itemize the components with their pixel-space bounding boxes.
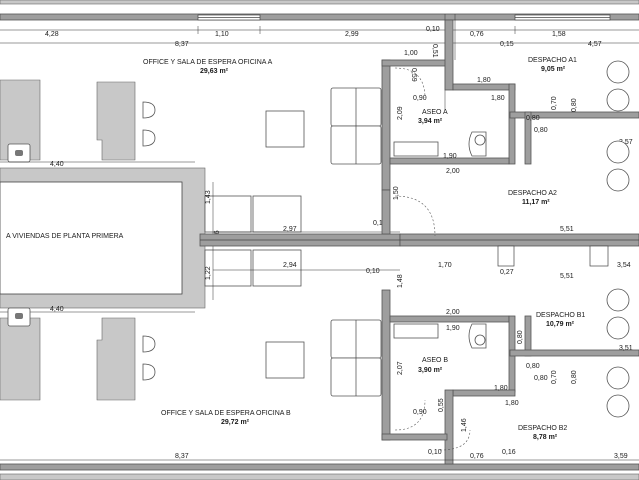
dim-bot-0-16: 0,16 xyxy=(502,449,516,456)
dim-mid-5-51: 5,51 xyxy=(560,226,574,233)
despacho-a: DESPACHO A1 9,05 m² DESPACHO A2 11,17 m² xyxy=(508,57,630,206)
despacho-a1-area: 9,05 m² xyxy=(541,66,566,73)
dim-b-0-80: 0,80 xyxy=(526,363,540,370)
dim-left-1-43: 1,43 xyxy=(205,190,212,204)
aseo-b-name: ASEO B xyxy=(422,357,448,364)
dim-mid-3-54: 3,54 xyxy=(617,262,631,269)
left-dims-top: 4,40 xyxy=(0,161,195,168)
dim-left-4-40-top: 4,40 xyxy=(50,161,64,168)
aseo-a-labels: 1,00 0,51 0,59 0,90 1,80 1,80 2,09 ASEO … xyxy=(393,44,633,200)
aseo-a-walls xyxy=(381,19,639,235)
aseo-b-area: 3,90 m² xyxy=(418,367,443,374)
dim-b-2-00: 2,00 xyxy=(446,309,460,316)
office-b-label: OFFICE Y SALA DE ESPERA OFICINA B 29,72 … xyxy=(161,410,291,426)
dim-top-8-37: 8,37 xyxy=(175,41,189,48)
dim-b-1-80: 1,80 xyxy=(494,385,508,392)
dim-mid-1-48: 1,48 xyxy=(397,274,404,288)
dim-b-0-55: 0,55 xyxy=(438,398,445,412)
dim-top-1-10: 1,10 xyxy=(215,31,229,38)
dim-mid-0-10: 0,10 xyxy=(373,220,387,227)
office-b-furniture: 4,40 xyxy=(0,306,382,401)
dim-a-0-90: 0,90 xyxy=(413,95,427,102)
dim-top-2-99: 2,99 xyxy=(345,31,359,38)
despacho-b: DESPACHO B1 10,79 m² DESPACHO B2 8,78 m² xyxy=(518,288,630,441)
dim-mid-1-70: 1,70 xyxy=(438,262,452,269)
dim-a-0-80b: 0,80 xyxy=(534,127,548,134)
dim-top-0-76: 0,76 xyxy=(470,31,484,38)
dim-b-2-07: 2,07 xyxy=(397,361,404,375)
despacho-a2-name: DESPACHO A2 xyxy=(508,190,557,197)
aseo-a-name: ASEO A xyxy=(422,109,448,116)
dim-b-0-70: 0,70 xyxy=(551,370,558,384)
dim-top-1-58: 1,58 xyxy=(552,31,566,38)
dim-b-0-80-side: 0,80 xyxy=(571,370,578,384)
office-b-name: OFFICE Y SALA DE ESPERA OFICINA B xyxy=(161,410,291,417)
office-a-name: OFFICE Y SALA DE ESPERA OFICINA A xyxy=(143,59,273,66)
dim-bot-0-76: 0,76 xyxy=(470,453,484,460)
despacho-a2-area: 11,17 m² xyxy=(522,199,550,206)
despacho-a1-name: DESPACHO A1 xyxy=(528,57,577,64)
despacho-b1-area: 10,79 m² xyxy=(546,321,575,328)
office-b-area: 29,72 m² xyxy=(221,419,250,426)
dim-top-0-15: 0,15 xyxy=(500,41,514,48)
office-a-label: OFFICE Y SALA DE ESPERA OFICINA A 29,63 … xyxy=(143,59,273,75)
dim-b-0-80v: 0,80 xyxy=(517,330,524,344)
dim-top-4-57: 4,57 xyxy=(588,41,602,48)
dim-mid-5-51b: 5,51 xyxy=(560,273,574,280)
dim-b-3-51: 3,51 xyxy=(619,345,633,352)
dim-a-1-00: 1,00 xyxy=(404,50,418,57)
top-windows xyxy=(197,14,611,21)
aseo-b-labels: 2,00 1,90 0,80 0,80 0,80 3,51 2,07 ASEO … xyxy=(397,309,633,432)
dim-a-0-80v: 0,80 xyxy=(571,98,578,112)
despacho-b2-area: 8,78 m² xyxy=(533,434,558,441)
void-stairwell: A VIVIENDAS DE PLANTA PRIMERA xyxy=(0,167,206,309)
bottom-dimensions: 8,37 0,10 0,76 0,16 3,59 xyxy=(0,449,639,461)
dim-b-1-90: 1,90 xyxy=(446,325,460,332)
despacho-b1-name: DESPACHO B1 xyxy=(536,312,585,319)
dim-b-1-46: 1,46 xyxy=(461,418,468,432)
top-dimensions: 4,28 1,10 2,99 0,10 0,76 1,58 8,37 0,15 … xyxy=(0,14,639,110)
central-seating: 1,43 0,26 1,22 xyxy=(204,182,302,300)
aseo-a-fixtures xyxy=(393,67,487,237)
dim-b-0-90: 0,90 xyxy=(413,409,427,416)
dim-a-3-57: 3,57 xyxy=(619,139,633,146)
dim-mid-2-94: 2,94 xyxy=(283,262,297,269)
despacho-b2-name: DESPACHO B2 xyxy=(518,425,567,432)
dim-a-0-51: 0,51 xyxy=(431,44,438,58)
aseo-a-area: 3,94 m² xyxy=(418,118,443,125)
dim-b-0-80b: 0,80 xyxy=(534,375,548,382)
dim-mid-0-27: 0,27 xyxy=(500,269,514,276)
dim-a-2-00: 2,00 xyxy=(446,168,460,175)
dim-left-4-40-bot: 4,40 xyxy=(50,306,64,313)
dim-top-0-10: 0,10 xyxy=(426,26,440,33)
dim-a-1-80b: 1,80 xyxy=(491,95,505,102)
dim-a-1-80: 1,80 xyxy=(477,77,491,84)
dim-a-2-09: 2,09 xyxy=(397,106,404,120)
office-a-area: 29,63 m² xyxy=(200,68,229,75)
office-a-furniture xyxy=(0,79,382,165)
aseo-b-walls xyxy=(381,289,639,465)
dim-a-1-90: 1,90 xyxy=(443,153,457,160)
dim-a-0-70: 0,70 xyxy=(551,96,558,110)
dim-a-1-50: 1,50 xyxy=(393,186,400,200)
dim-mid-0-10b: 0,10 xyxy=(366,268,380,275)
void-label: A VIVIENDAS DE PLANTA PRIMERA xyxy=(6,233,124,240)
dim-b-1-80b: 1,80 xyxy=(505,400,519,407)
dim-mid-2-97: 2,97 xyxy=(283,226,297,233)
dim-bot-0-10: 0,10 xyxy=(428,449,442,456)
dim-top-4-28: 4,28 xyxy=(45,31,59,38)
central-dims: 2,97 0,10 5,51 2,94 0,10 1,70 0,27 5,51 … xyxy=(213,220,631,288)
dim-a-0-59: 0,59 xyxy=(410,68,417,82)
dim-a-0-80: 0,80 xyxy=(526,115,540,122)
central-wall xyxy=(199,233,639,267)
dim-bot-3-59: 3,59 xyxy=(614,453,628,460)
dim-left-1-22: 1,22 xyxy=(205,266,212,280)
dim-bot-8-37: 8,37 xyxy=(175,453,189,460)
aseo-b-fixtures xyxy=(393,323,487,451)
